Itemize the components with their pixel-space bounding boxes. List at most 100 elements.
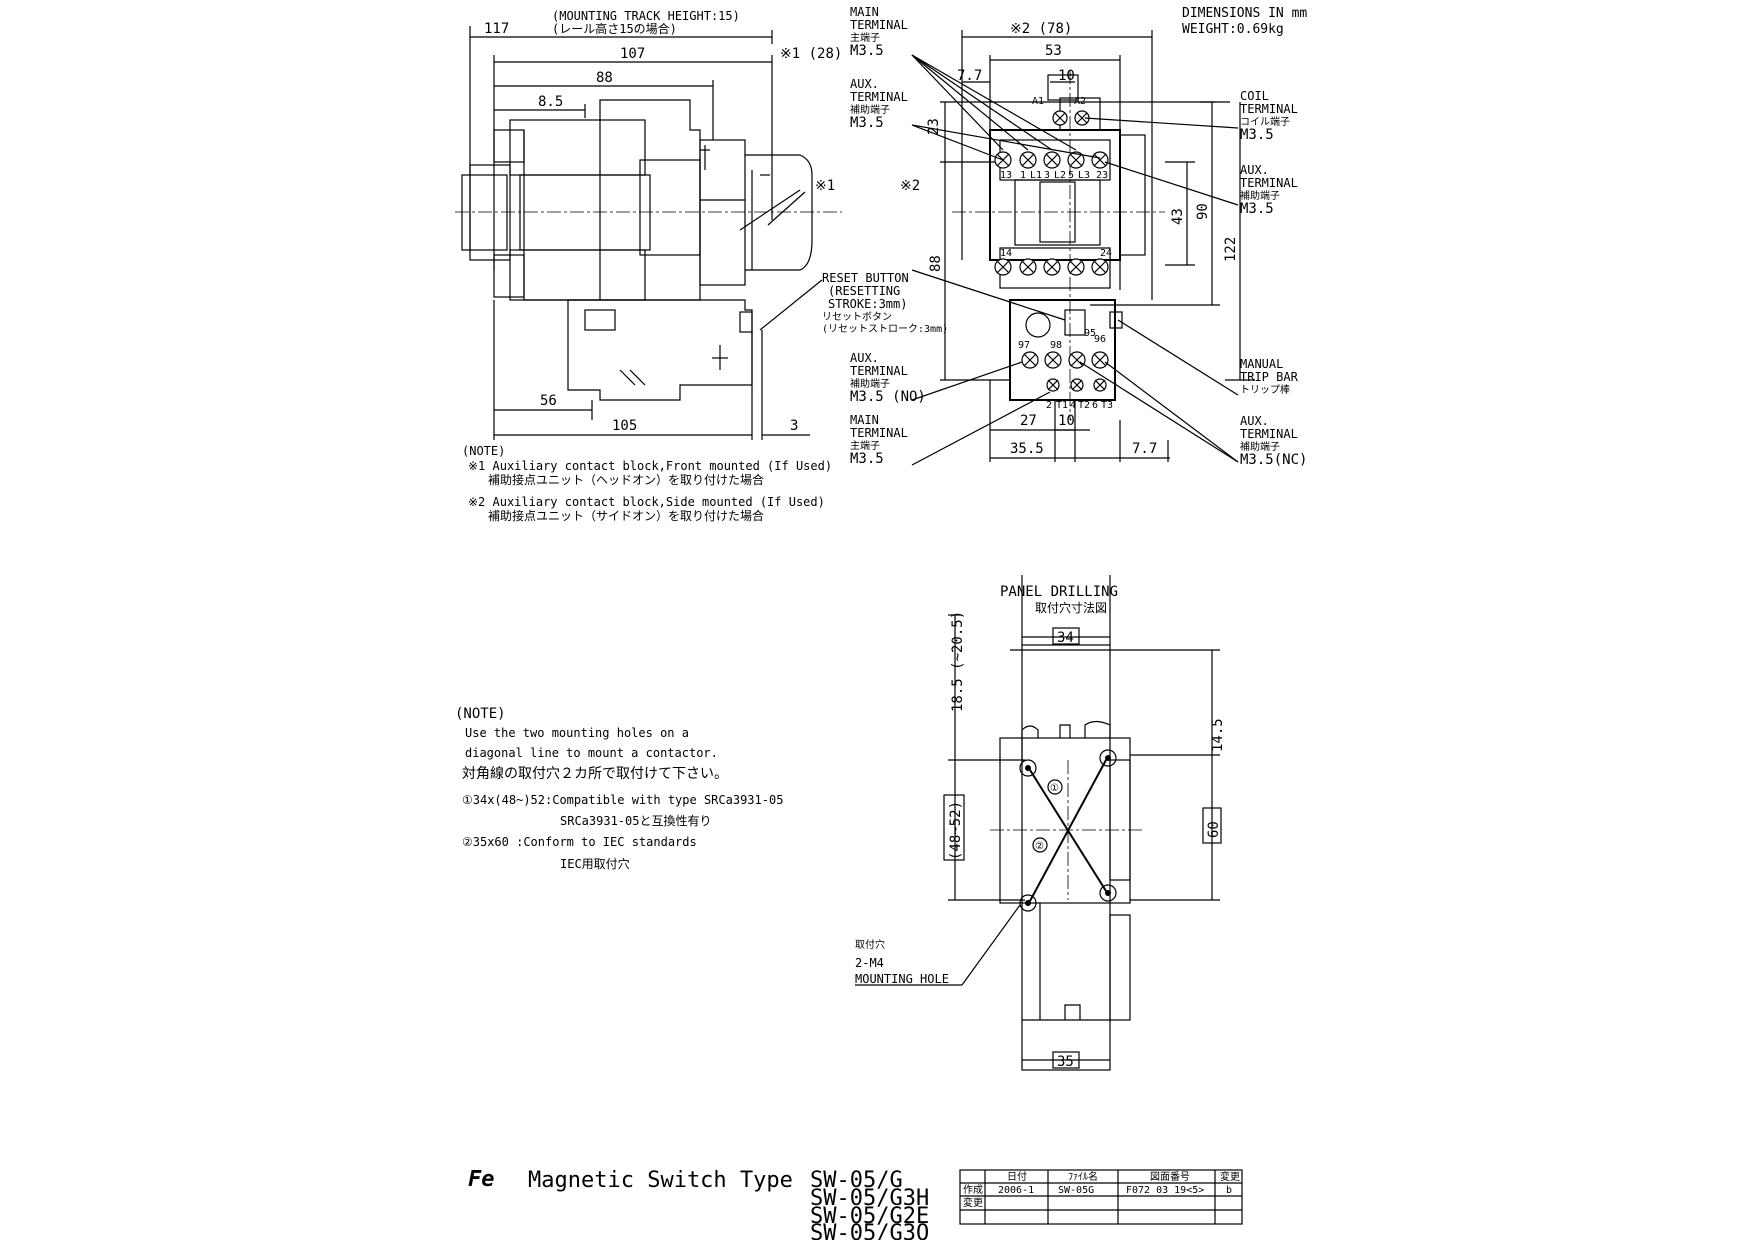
side-view-drawing <box>455 26 842 440</box>
track-label: (MOUNTING TRACK HEIGHT:15) <box>552 9 740 23</box>
tb-header-drawing: 図面番号 <box>1150 1171 1190 1183</box>
svg-text:TERMINAL: TERMINAL <box>850 426 908 440</box>
svg-text:AUX.: AUX. <box>1240 414 1269 428</box>
coil-a1: A1 <box>1032 96 1044 107</box>
relay-4: 4 <box>1070 400 1076 411</box>
terminal-L2: L2 <box>1054 170 1066 181</box>
notes-panel-line-4: ①34x(48~)52:Compatible with type SRCa393… <box>462 793 783 807</box>
svg-text:主端子: 主端子 <box>850 439 880 452</box>
svg-text:主端子: 主端子 <box>850 31 880 44</box>
svg-text:(リセットストローク:3mm): (リセットストローク:3mm) <box>822 323 948 335</box>
dim-35-5: 35.5 <box>1010 441 1044 457</box>
relay-98: 98 <box>1050 340 1062 351</box>
dim-10-top: 10 <box>1058 68 1075 84</box>
notes-panel-line-7: IEC用取付穴 <box>560 856 630 871</box>
dim-34: 34 <box>1057 630 1074 646</box>
dim-60: 60 <box>1206 821 1222 838</box>
svg-text:M3.5: M3.5 <box>850 115 884 131</box>
svg-text:トリップ棒: トリップ棒 <box>1240 383 1290 396</box>
dim-105: 105 <box>612 418 637 434</box>
svg-text:MAIN: MAIN <box>850 413 879 427</box>
fe-logo: Fe <box>468 1167 495 1192</box>
terminal-5: 5 <box>1068 170 1074 181</box>
callout-aux-nc: AUX. TERMINAL 補助端子 M3.5(NC) <box>1240 414 1307 468</box>
relay-95: 95 <box>1084 328 1096 339</box>
circle-2-mark: ② <box>1035 841 1044 852</box>
notes-panel: (NOTE) Use the two mounting holes on a d… <box>455 706 783 871</box>
notes-top-heading: (NOTE) <box>462 444 505 458</box>
note-2: ※2 Auxiliary contact block,Side mounted … <box>468 495 825 509</box>
mounting-hole-jp: 取付穴 <box>855 938 885 951</box>
dim-88-side: 88 <box>596 70 613 86</box>
terminal-14: 14 <box>1000 248 1012 259</box>
footer-title: Fe Magnetic Switch Type SW-05/G SW-05/G3… <box>468 1167 929 1240</box>
mid-terminal-screws <box>994 258 1109 276</box>
relay-T1: T1 <box>1056 400 1068 411</box>
svg-text:M3.5: M3.5 <box>1240 201 1274 217</box>
notes-panel-heading: (NOTE) <box>455 706 506 722</box>
dim-18-5: 18.5 (~20.5) <box>950 611 966 712</box>
tb-row1-file: SW-05G <box>1058 1185 1094 1196</box>
notes-panel-line-3: 対角線の取付穴２カ所で取付けて下さい。 <box>462 766 728 782</box>
relay-6: 6 <box>1092 400 1098 411</box>
notes-panel-line-1: Use the two mounting holes on a <box>465 726 689 740</box>
tb-row2-label: 変更 <box>963 1196 983 1209</box>
svg-text:M3.5(NC): M3.5(NC) <box>1240 452 1307 468</box>
dim-78: ※2 (78) <box>1010 21 1072 37</box>
svg-text:M3.5: M3.5 <box>850 451 884 467</box>
dim-7-7-bottom: 7.7 <box>1132 441 1157 457</box>
dimensions-title: DIMENSIONS IN mm <box>1182 6 1307 21</box>
svg-text:M3.5: M3.5 <box>1240 127 1274 143</box>
notes-panel-line-5: SRCa3931-05と互換性有り <box>560 814 711 828</box>
dim-90: 90 <box>1195 203 1211 220</box>
callout-aux-no: AUX. TERMINAL 補助端子 M3.5 (NO) <box>850 351 926 405</box>
svg-text:(RESETTING: (RESETTING <box>828 284 900 298</box>
svg-text:M3.5: M3.5 <box>850 43 884 59</box>
tb-header-change: 変更 <box>1220 1170 1240 1183</box>
dim-43: 43 <box>1170 208 1186 225</box>
notes-panel-line-6: ②35x60 :Conform to IEC standards <box>462 835 697 849</box>
top-terminal-screws <box>994 110 1109 169</box>
callout-main-terminal-bottom: MAIN TERMINAL 主端子 M3.5 <box>850 413 908 467</box>
svg-text:TERMINAL: TERMINAL <box>850 90 908 104</box>
tb-header-file: ﾌｧｲﾙ名 <box>1068 1170 1098 1183</box>
panel-drilling-drawing <box>855 575 1222 1071</box>
footer-title-text: Magnetic Switch Type <box>528 1168 793 1193</box>
dim-122: 122 <box>1223 237 1239 262</box>
dim-10-bottom: 10 <box>1058 413 1075 429</box>
type-2: SW-05/G3H <box>810 1186 929 1211</box>
callout-manual-trip-bar: MANUAL TRIP BAR トリップ棒 <box>1240 357 1299 396</box>
type-4: SW-05/G3Q <box>810 1221 929 1240</box>
dim-14-5: 14.5 <box>1210 718 1226 752</box>
note-1-jp: 補助接点ユニット（ヘッドオン）を取り付けた場合 <box>488 472 764 487</box>
svg-text:リセットボタン: リセットボタン <box>822 311 892 323</box>
circle-1-mark: ① <box>1050 783 1059 794</box>
tb-row1-change: b <box>1226 1185 1232 1196</box>
terminal-23: 23 <box>1096 170 1108 181</box>
type-3: SW-05/G2E <box>810 1204 929 1229</box>
panel-drilling-labels: PANEL DRILLING 取付穴寸法図 34 35 18.5 (~20.5)… <box>855 584 1226 1070</box>
terminal-1: 1 <box>1020 170 1026 181</box>
callout-coil-terminal: COIL TERMINAL コイル端子 M3.5 <box>1240 89 1298 143</box>
dim-3: 3 <box>790 418 798 434</box>
svg-text:補助端子: 補助端子 <box>850 377 890 390</box>
terminal-L1: L1 <box>1030 170 1042 181</box>
svg-text:補助端子: 補助端子 <box>850 103 890 116</box>
svg-text:TERMINAL: TERMINAL <box>850 18 908 32</box>
track-label-jp: (レール高さ15の場合) <box>552 21 677 36</box>
front-view-drawing <box>911 30 1255 466</box>
coil-a2: A2 <box>1074 96 1086 107</box>
dim-117: 117 <box>484 21 509 37</box>
side-view-dims: (MOUNTING TRACK HEIGHT:15) (レール高さ15の場合) … <box>484 9 842 434</box>
dim-23: 23 <box>926 118 942 135</box>
dim-35: 35 <box>1057 1054 1074 1070</box>
mark-1: ※1 <box>815 178 835 194</box>
svg-text:コイル端子: コイル端子 <box>1240 115 1290 128</box>
svg-text:補助端子: 補助端子 <box>1240 189 1280 202</box>
tb-header-date: 日付 <box>1007 1170 1027 1183</box>
dim-28: ※1 (28) <box>780 46 842 62</box>
dim-88-front: 88 <box>928 255 944 272</box>
panel-title-jp: 取付穴寸法図 <box>1035 600 1107 615</box>
svg-text:TRIP BAR: TRIP BAR <box>1240 370 1299 384</box>
svg-text:MANUAL: MANUAL <box>1240 357 1283 371</box>
